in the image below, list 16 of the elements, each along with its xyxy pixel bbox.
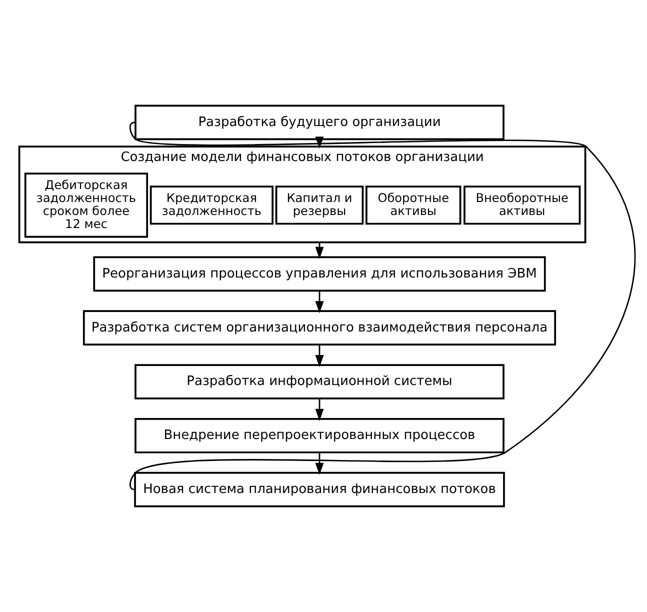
node-box: Оборотные активы [366, 186, 462, 225]
arrow [315, 398, 324, 422]
node-box: Реорганизация процессов управления для использования ЭВМ [93, 256, 546, 292]
arrow [315, 344, 324, 368]
node-box: Внедрение перепроектированных процессов [134, 418, 504, 454]
arrow [315, 290, 324, 314]
node-box: Разработка информационной системы [134, 364, 504, 400]
arrow [315, 452, 324, 475]
node-box: Кредиторская задолженность [150, 186, 274, 225]
arrow [315, 136, 324, 149]
node-box: Внеоборотные активы [464, 186, 581, 225]
node-box: Дебиторская задолженность сроком более 12 мес [24, 172, 148, 238]
node-box: Капитал и резервы [275, 186, 364, 225]
node-box: Новая система планирования финансовых потоков [134, 472, 505, 508]
connector [130, 122, 636, 490]
node-box: Разработка систем организационного взаимодействия персонала [82, 310, 556, 346]
